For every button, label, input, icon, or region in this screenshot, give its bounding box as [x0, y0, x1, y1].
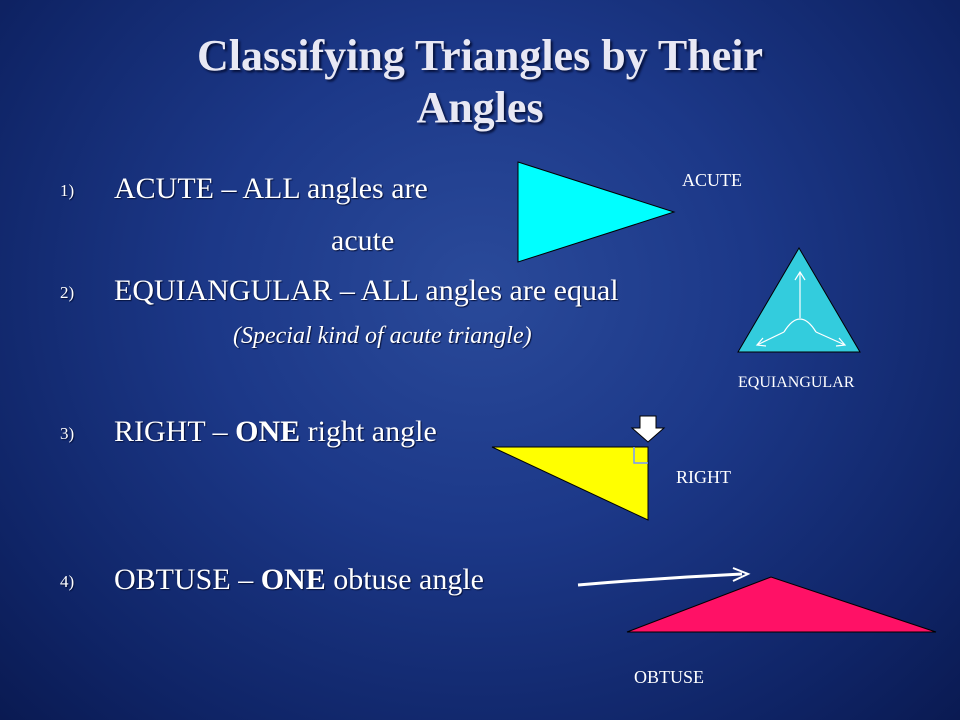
right-label: RIGHT	[676, 467, 731, 487]
item-number: 4)	[60, 572, 75, 592]
right-angle-mark	[633, 447, 648, 464]
acute-label: ACUTE	[682, 170, 742, 190]
item-number: 3)	[60, 424, 75, 444]
item-separator: –	[230, 563, 261, 596]
item-continuation: acute	[331, 224, 395, 257]
acute-triangle	[517, 161, 676, 263]
item-emphasis: ONE	[235, 415, 301, 448]
item-description: ALL angles are	[242, 172, 428, 205]
item-term: ACUTE	[114, 172, 214, 205]
obtuse-label: OBTUSE	[634, 667, 705, 687]
item-term: OBTUSE	[114, 563, 231, 596]
title-line-2: Angles	[416, 83, 544, 132]
item-term: RIGHT	[114, 415, 206, 448]
list-item-right: 3) RIGHT – ONE right angle	[60, 415, 437, 449]
page-title: Classifying Triangles by Their Angles	[0, 30, 960, 134]
list-item-equiangular: 2) EQUIANGULAR – ALL angles are equal	[60, 274, 619, 308]
obtuse-triangle	[626, 576, 937, 633]
item-separator: –	[332, 274, 361, 307]
item-description: obtuse angle	[325, 563, 484, 596]
equiangular-label: EQUIANGULAR	[738, 374, 855, 391]
item-separator: –	[214, 172, 243, 205]
list-item-obtuse: 4) OBTUSE – ONE obtuse angle	[60, 563, 484, 597]
item-description: right angle	[300, 415, 437, 448]
item-description: ALL angles are equal	[360, 274, 619, 307]
down-arrow-icon	[630, 415, 666, 443]
title-line-1: Classifying Triangles by Their	[197, 31, 763, 80]
item-emphasis: ONE	[260, 563, 326, 596]
item-number: 2)	[60, 283, 75, 303]
item-number: 1)	[60, 181, 75, 201]
list-item-acute: 1) ACUTE – ALL angles are	[60, 172, 428, 206]
equiangular-triangle	[737, 247, 861, 353]
right-arrow-icon	[577, 572, 743, 587]
item-term: EQUIANGULAR	[114, 274, 333, 307]
equiangular-angle-marks	[755, 270, 847, 347]
item-note: (Special kind of acute triangle)	[233, 323, 532, 349]
right-triangle	[491, 446, 649, 521]
item-separator: –	[205, 415, 236, 448]
